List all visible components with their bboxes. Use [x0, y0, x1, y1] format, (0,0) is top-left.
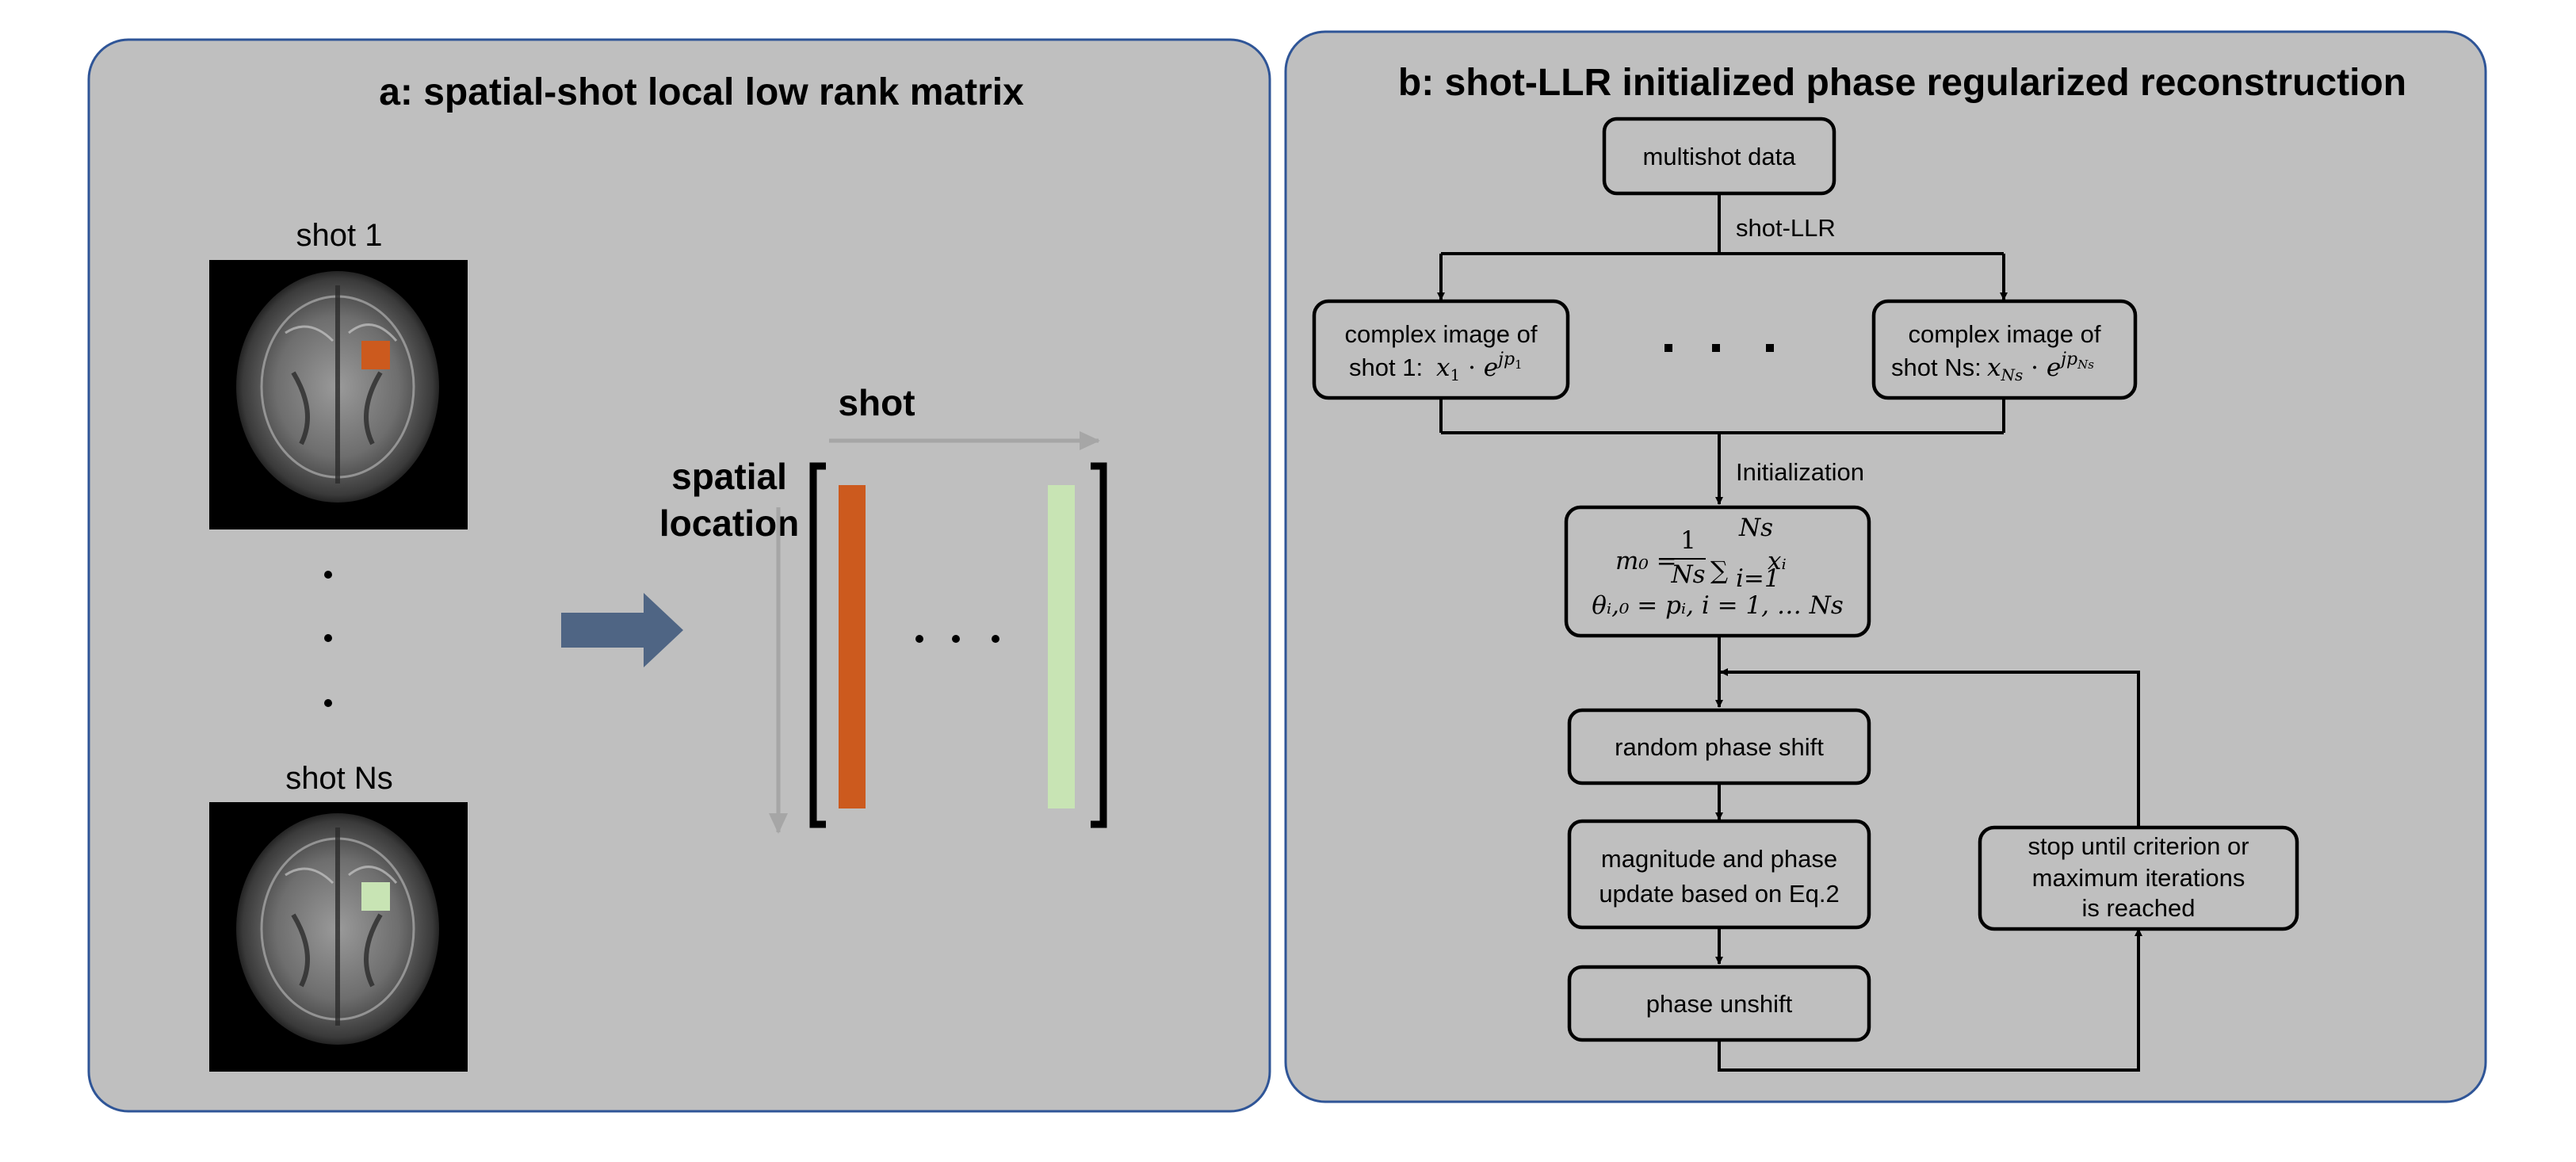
multishot-data-label: multishot data [1643, 143, 1797, 170]
ellipsis-dot-1 [1664, 344, 1672, 352]
vertical-dot-1 [324, 571, 332, 579]
equation-theta: θᵢ,₀ = pᵢ, i = 1, … Ns [1592, 591, 1844, 620]
stop-criterion-line2: maximum iterations [2032, 864, 2245, 892]
panel-b [1284, 30, 2487, 1103]
stop-criterion-line1: stop until criterion or [2028, 832, 2249, 860]
shot1-label: shot 1 [296, 218, 383, 253]
svg-text:i=1: i=1 [1736, 564, 1780, 593]
stop-criterion-line3: is reached [2081, 894, 2195, 922]
brain-image-shotNs [209, 802, 468, 1072]
complex-image-shotNs-line2: shot Ns: [1891, 354, 1982, 381]
svg-text:Ns: Ns [1670, 560, 1705, 589]
initialization-label: Initialization [1736, 458, 1864, 486]
location-label: location [659, 503, 799, 544]
green-patch [361, 882, 390, 911]
matrix-column-shotNs [1048, 485, 1075, 808]
matrix-right-bracket [1091, 462, 1107, 828]
complex-image-shotNs-line1: complex image of [1909, 320, 2101, 348]
matrix-dot-2 [952, 635, 960, 643]
magnitude-phase-update-box [1567, 819, 1871, 930]
complex-image-shot1-box [1312, 299, 1570, 400]
svg-text:∑: ∑ [1710, 556, 1728, 585]
svg-text:xᵢ: xᵢ [1768, 547, 1787, 575]
svg-text:Ns: Ns [1738, 514, 1773, 542]
equation-m0: m₀ = 1 Ns ∑ Ns i=1 xᵢ [1615, 514, 1787, 593]
matrix-left-bracket [809, 462, 826, 828]
complex-image-shot1-math: x1 · ejp1 [1436, 350, 1523, 384]
svg-text:m₀ =: m₀ = [1615, 547, 1677, 575]
magnitude-phase-update-line1: magnitude and phase [1601, 845, 1837, 873]
vertical-dot-3 [324, 699, 332, 707]
matrix-column-shot1 [839, 485, 866, 808]
panel-a-title: a: spatial-shot local low rank matrix [379, 71, 1024, 113]
shotNs-label: shot Ns [285, 761, 393, 796]
ellipsis-dot-2 [1712, 344, 1720, 352]
orange-patch [361, 341, 390, 369]
matrix-dot-1 [915, 635, 923, 643]
transform-arrow [561, 593, 683, 667]
complex-image-shot1-line2: shot 1: [1349, 354, 1423, 381]
svg-text:1: 1 [1680, 526, 1696, 555]
brain-image-shot1 [209, 260, 468, 529]
panel-b-title: b: shot-LLR initialized phase regularize… [1398, 62, 2406, 104]
magnitude-phase-update-line2: update based on Eq.2 [1599, 880, 1839, 908]
complex-image-shot1-line1: complex image of [1345, 320, 1538, 348]
shot-llr-label: shot-LLR [1736, 214, 1836, 242]
shot-axis-label: shot [838, 382, 915, 423]
matrix-dot-3 [992, 635, 999, 643]
ellipsis-dot-3 [1766, 344, 1774, 352]
complex-image-shotNs-math: xNs · ejpNs [1987, 350, 2094, 384]
random-phase-shift-label: random phase shift [1615, 733, 1824, 761]
vertical-dot-2 [324, 634, 332, 642]
phase-unshift-label: phase unshift [1646, 990, 1793, 1018]
spatial-label: spatial [671, 456, 787, 497]
